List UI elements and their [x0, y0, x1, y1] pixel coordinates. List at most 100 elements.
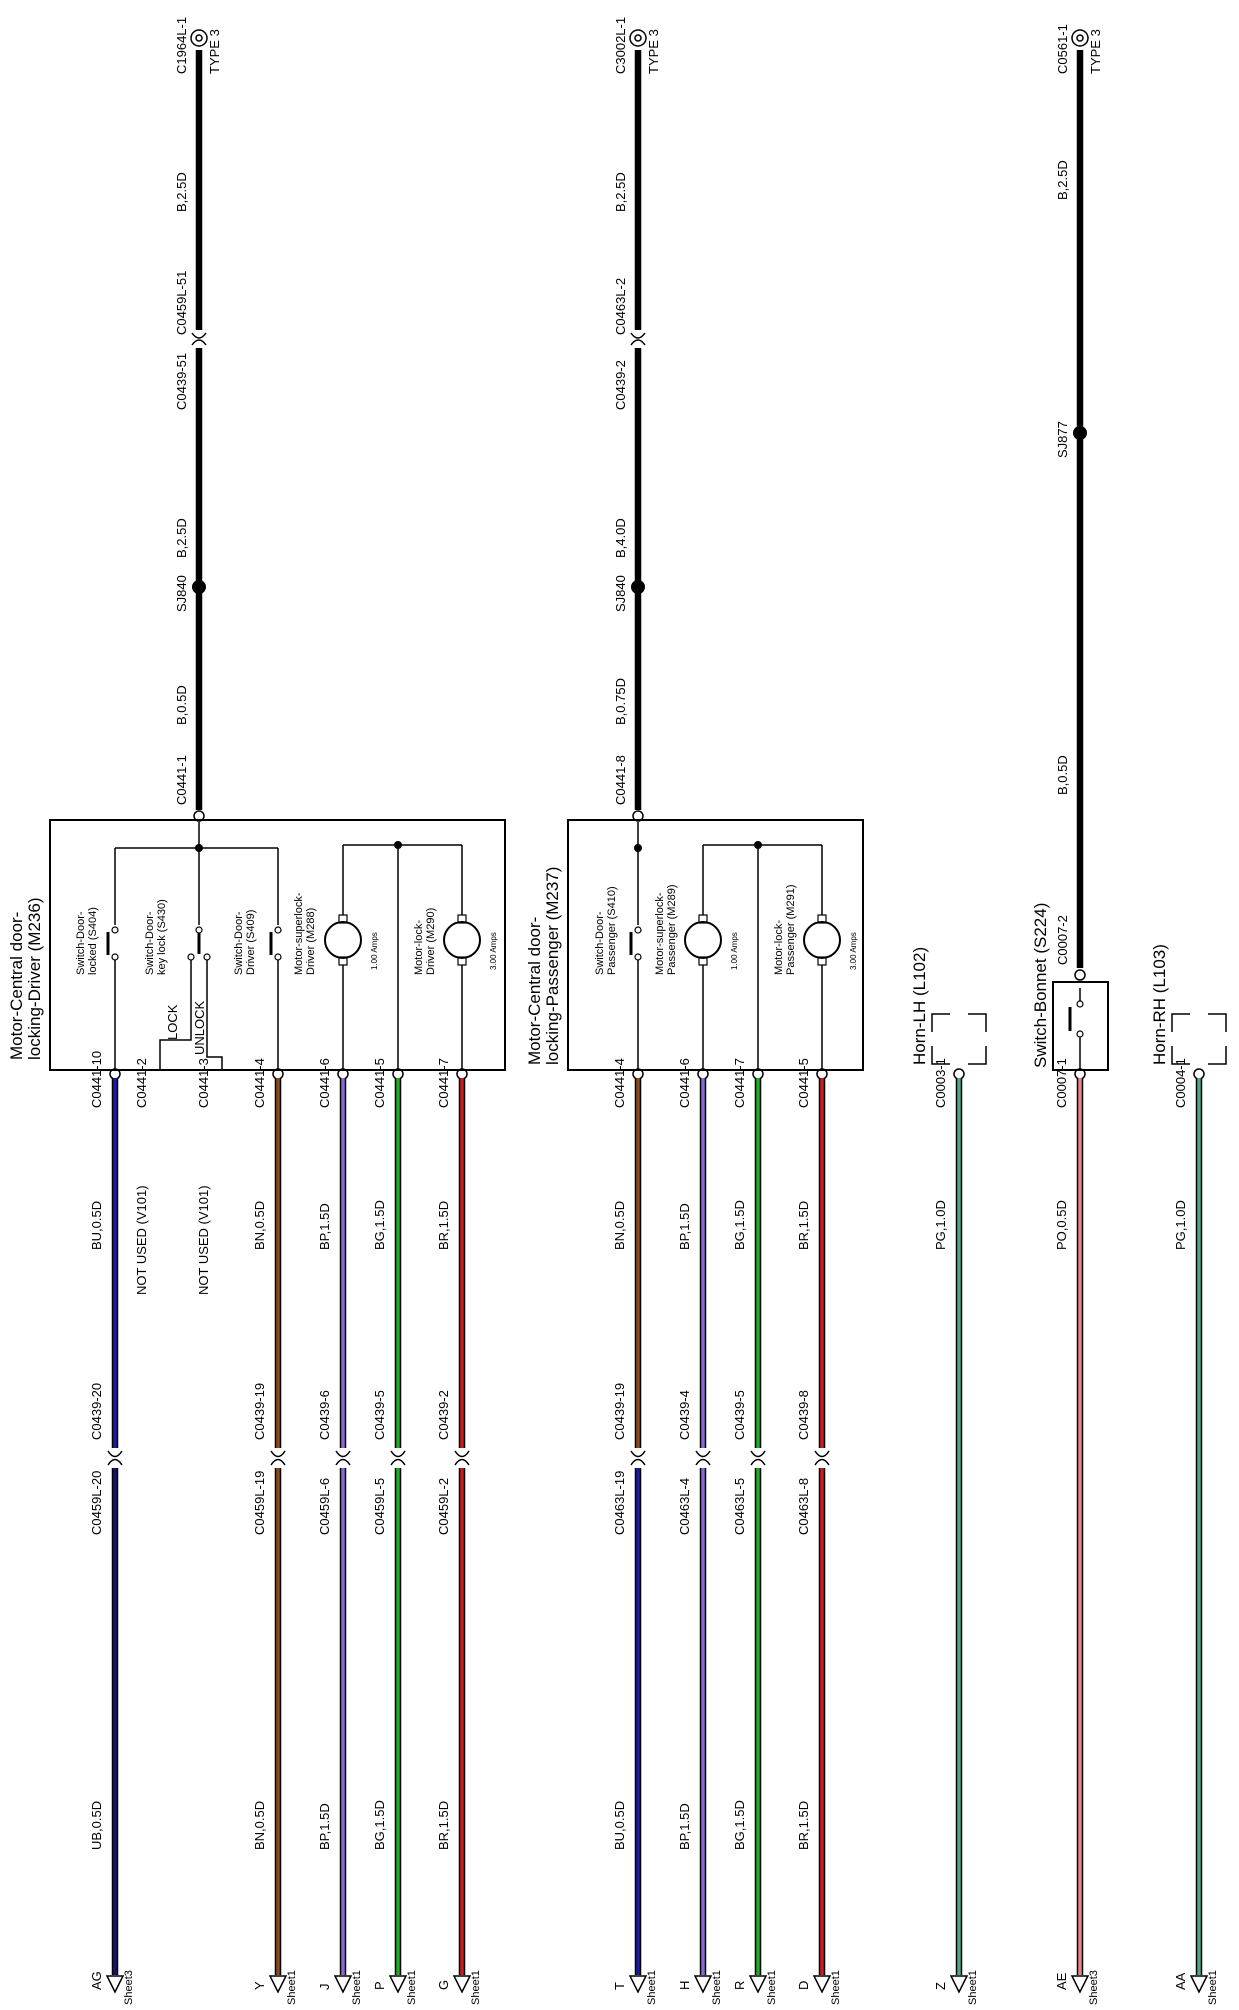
- connector-label: C0439-5: [732, 1390, 747, 1440]
- motor-label: Motor-lock-: [413, 920, 425, 975]
- wire-label: B,4.0D: [613, 518, 628, 558]
- wire-label: B,2.5D: [174, 518, 189, 558]
- splice-label: SJ840: [613, 575, 628, 612]
- motor-label: Motor-superlock-: [654, 892, 666, 975]
- inline-connector-icon: [454, 1450, 470, 1466]
- ground-wire-bonnet: [1071, 29, 1089, 981]
- splice-junction: [1073, 426, 1087, 440]
- motor-label: Motor-lock-: [773, 920, 785, 975]
- ground-terminal-icon: [1071, 29, 1089, 47]
- motor-label: Driver (M290): [425, 908, 437, 975]
- connector-label: C0463L-2: [613, 278, 628, 335]
- inline-connector-icon: [750, 1450, 766, 1466]
- sheet-label: Sheet1: [967, 1970, 979, 2005]
- component-m237: [567, 819, 864, 1071]
- destination-label: AA: [1173, 1972, 1188, 1990]
- sheet-label: Sheet1: [830, 1970, 842, 2005]
- connector-label: C0439-20: [89, 1383, 104, 1440]
- sheet-label: Sheet1: [711, 1970, 723, 2005]
- wire-label: B,0.5D: [1055, 755, 1070, 795]
- wire-label: BP,1.5D: [677, 1803, 692, 1850]
- inline-connector-icon: [390, 1450, 406, 1466]
- destination-label: R: [732, 1981, 747, 1990]
- wire-label: B,0.5D: [174, 685, 189, 725]
- destination-label: Y: [252, 1981, 267, 1990]
- component-title: Horn-RH (L103): [1150, 944, 1169, 1065]
- connector-label: C1964L-1: [174, 17, 189, 74]
- destination-label: D: [796, 1981, 811, 1990]
- pin-terminal: [1193, 1068, 1205, 1080]
- connector-label: C3002L-1: [613, 17, 628, 74]
- unlock-label: UNLOCK: [192, 1000, 207, 1055]
- connector-label: C0439-5: [372, 1390, 387, 1440]
- inline-connector-icon: [335, 1450, 351, 1466]
- connector-label: C0003-1: [933, 1058, 948, 1108]
- component-title: locking-Driver (M236): [25, 898, 44, 1060]
- connector-label: C0439-19: [252, 1383, 267, 1440]
- connector-label: C0439-2: [436, 1390, 451, 1440]
- sheet-label: Sheet1: [470, 1970, 482, 2005]
- off-sheet-arrow-icon: [268, 1975, 288, 1994]
- motor-rating: 1.00 Amps: [370, 932, 379, 970]
- wire-label: BU,0.5D: [612, 1801, 627, 1850]
- off-sheet-arrow-icon: [1189, 1975, 1209, 1994]
- destination-label: J: [317, 1984, 332, 1991]
- connector-label: C0439-8: [796, 1390, 811, 1440]
- connector-label: C0463L-4: [677, 1478, 692, 1535]
- wire-label: UB,0.5D: [89, 1801, 104, 1850]
- connector-label: C0441-4: [252, 1058, 267, 1108]
- ground-terminal-icon: [629, 29, 647, 47]
- connector-label: C0441-6: [317, 1058, 332, 1108]
- type-label: TYPE 3: [207, 29, 222, 74]
- off-sheet-arrow-icon: [628, 1975, 648, 1994]
- type-label: TYPE 3: [1088, 29, 1103, 74]
- connector-label: C0439-6: [317, 1390, 332, 1440]
- not-used-label: NOT USED (V101): [134, 1185, 149, 1295]
- ground-wire-passenger: [629, 29, 647, 822]
- component-m236: [49, 819, 506, 1071]
- lock-label: LOCK: [165, 1004, 180, 1040]
- connector-label: C0459L-51: [174, 271, 189, 335]
- connector-label: C0441-2: [134, 1058, 149, 1108]
- ground-terminal-icon: [190, 29, 208, 47]
- switch-label: key lock (S430): [156, 899, 168, 975]
- destination-label: P: [372, 1981, 387, 1990]
- wire-label: BR,1.5D: [796, 1801, 811, 1850]
- off-sheet-arrow-icon: [949, 1975, 969, 1994]
- splice-junction: [631, 580, 645, 594]
- connector-label: C0459L-19: [252, 1471, 267, 1535]
- sheet-label: Sheet1: [351, 1970, 363, 2005]
- connector-label: C0459L-5: [372, 1478, 387, 1535]
- sheet-label: Sheet1: [1207, 1970, 1219, 2005]
- off-sheet-arrow-icon: [693, 1975, 713, 1994]
- wire-label: PG,1.0D: [1173, 1200, 1188, 1250]
- connector-label: C0441-7: [436, 1058, 451, 1108]
- off-sheet-arrow-icon: [1070, 1975, 1090, 1994]
- sheet-label: Sheet3: [123, 1970, 135, 2005]
- destination-label: Z: [933, 1982, 948, 1990]
- sheet-label: Sheet1: [286, 1970, 298, 2005]
- inline-connector-icon: [630, 1450, 646, 1466]
- connector-label: C0463L-5: [732, 1478, 747, 1535]
- wire-label: B,2.5D: [1055, 160, 1070, 200]
- off-sheet-arrow-icon: [452, 1975, 472, 1994]
- wires-layer: C0441-10BU,0.5DC0439-20C0459L-20UB,0.5DA…: [89, 1051, 1219, 2005]
- wire-label: B,2.5D: [174, 172, 189, 212]
- wire-label: BR,1.5D: [436, 1201, 451, 1250]
- connector-label: C0007-1: [1054, 1058, 1069, 1108]
- motor-label: Driver (M288): [305, 908, 317, 975]
- off-sheet-arrow-icon: [333, 1975, 353, 1994]
- motor-label: Motor-superlock-: [293, 892, 305, 975]
- wire-label: BR,1.5D: [436, 1801, 451, 1850]
- wire-label: PG,1.0D: [933, 1200, 948, 1250]
- connector-label: C0441-6: [677, 1058, 692, 1108]
- wire-label: B,2.5D: [613, 172, 628, 212]
- motor-rating: 1.00 Amps: [730, 932, 739, 970]
- sheet-label: Sheet1: [406, 1970, 418, 2005]
- connector-label: C0439-51: [174, 353, 189, 410]
- connector-label: C0439-2: [613, 360, 628, 410]
- wire-label: BG,1.5D: [732, 1800, 747, 1850]
- off-sheet-arrow-icon: [388, 1975, 408, 1994]
- connector-label: C0007-2: [1055, 915, 1070, 965]
- splice-junction: [192, 580, 206, 594]
